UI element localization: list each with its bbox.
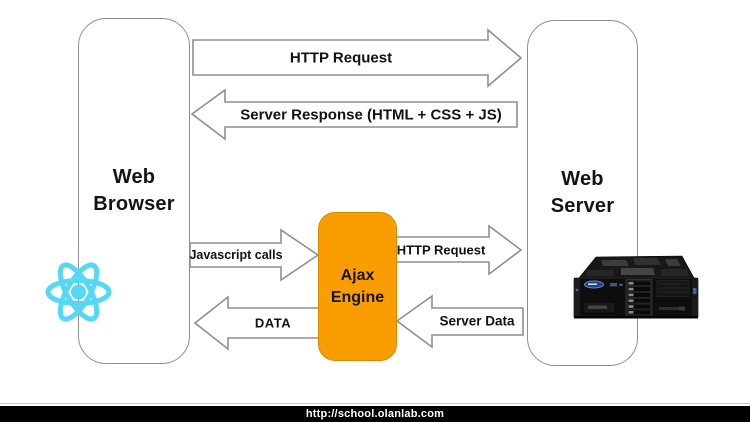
web-server-label-line2: Server [550, 195, 615, 217]
arrow-http-request-mid [393, 224, 523, 276]
http-request-mid-label: HTTP Request [396, 242, 486, 258]
server-response-label: Server Response (HTML + CSS + JS) [240, 106, 502, 124]
javascript-calls-label: Javascript calls [189, 248, 283, 262]
footer-bar: http://school.olanlab.com [0, 406, 750, 422]
ajax-engine-label-line2: Engine [330, 288, 385, 306]
http-request-top-label: HTTP Request [289, 49, 393, 67]
arrow-data [193, 295, 321, 351]
rack-server-image [573, 255, 699, 319]
arrow-server-response [190, 88, 518, 141]
ajax-engine-box: Ajax Engine [318, 212, 397, 361]
web-browser-label-line1: Web [112, 166, 156, 188]
footer-url: http://school.olanlab.com [305, 408, 445, 420]
arrow-server-data [395, 294, 524, 349]
data-label: DATA [254, 315, 292, 331]
footer-divider [0, 403, 750, 404]
web-browser-label-line2: Browser [93, 193, 175, 215]
react-atom-icon [45, 262, 112, 322]
arrow-javascript-calls [189, 228, 320, 282]
web-server-label-line1: Web [561, 168, 604, 190]
ajax-engine-label-line1: Ajax [340, 266, 375, 284]
arrow-http-request-top [192, 28, 523, 88]
server-data-label: Server Data [439, 313, 515, 329]
